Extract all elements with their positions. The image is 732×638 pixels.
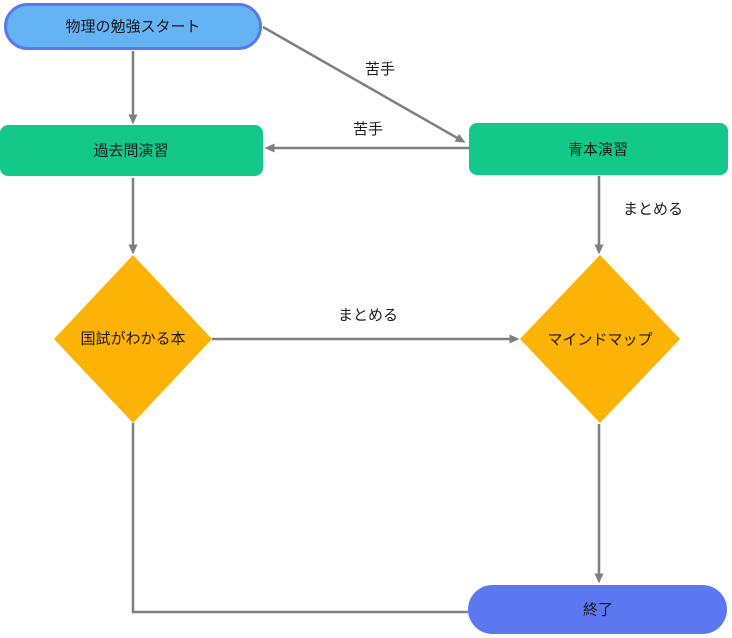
node-kokushi-label: 国試がわかる本 xyxy=(80,331,185,348)
node-mindmap-label: マインドマップ xyxy=(547,332,652,349)
node-start xyxy=(4,3,262,50)
node-end-label: 終了 xyxy=(583,602,613,619)
node-start-label: 物理の勉強スタート xyxy=(65,19,200,36)
node-kakomon xyxy=(0,125,263,176)
node-aohon xyxy=(469,123,728,175)
node-mindmap-diamond xyxy=(520,255,680,423)
edge-kokushi-to-end xyxy=(131,423,468,614)
edge-label-nigate-mid: 苦手 xyxy=(350,121,386,139)
edge-start-to-aohon xyxy=(262,25,466,143)
edge-label-matomeru-mid: まとめる xyxy=(335,307,401,325)
edge-label-nigate-top: 苦手 xyxy=(362,61,398,79)
edge-label-matomeru-right: まとめる xyxy=(620,201,686,219)
node-kakomon-label: 過去問演習 xyxy=(93,143,168,160)
node-end xyxy=(468,585,727,634)
node-aohon-label: 青本演習 xyxy=(568,142,628,159)
node-kokushi-diamond xyxy=(54,255,212,423)
